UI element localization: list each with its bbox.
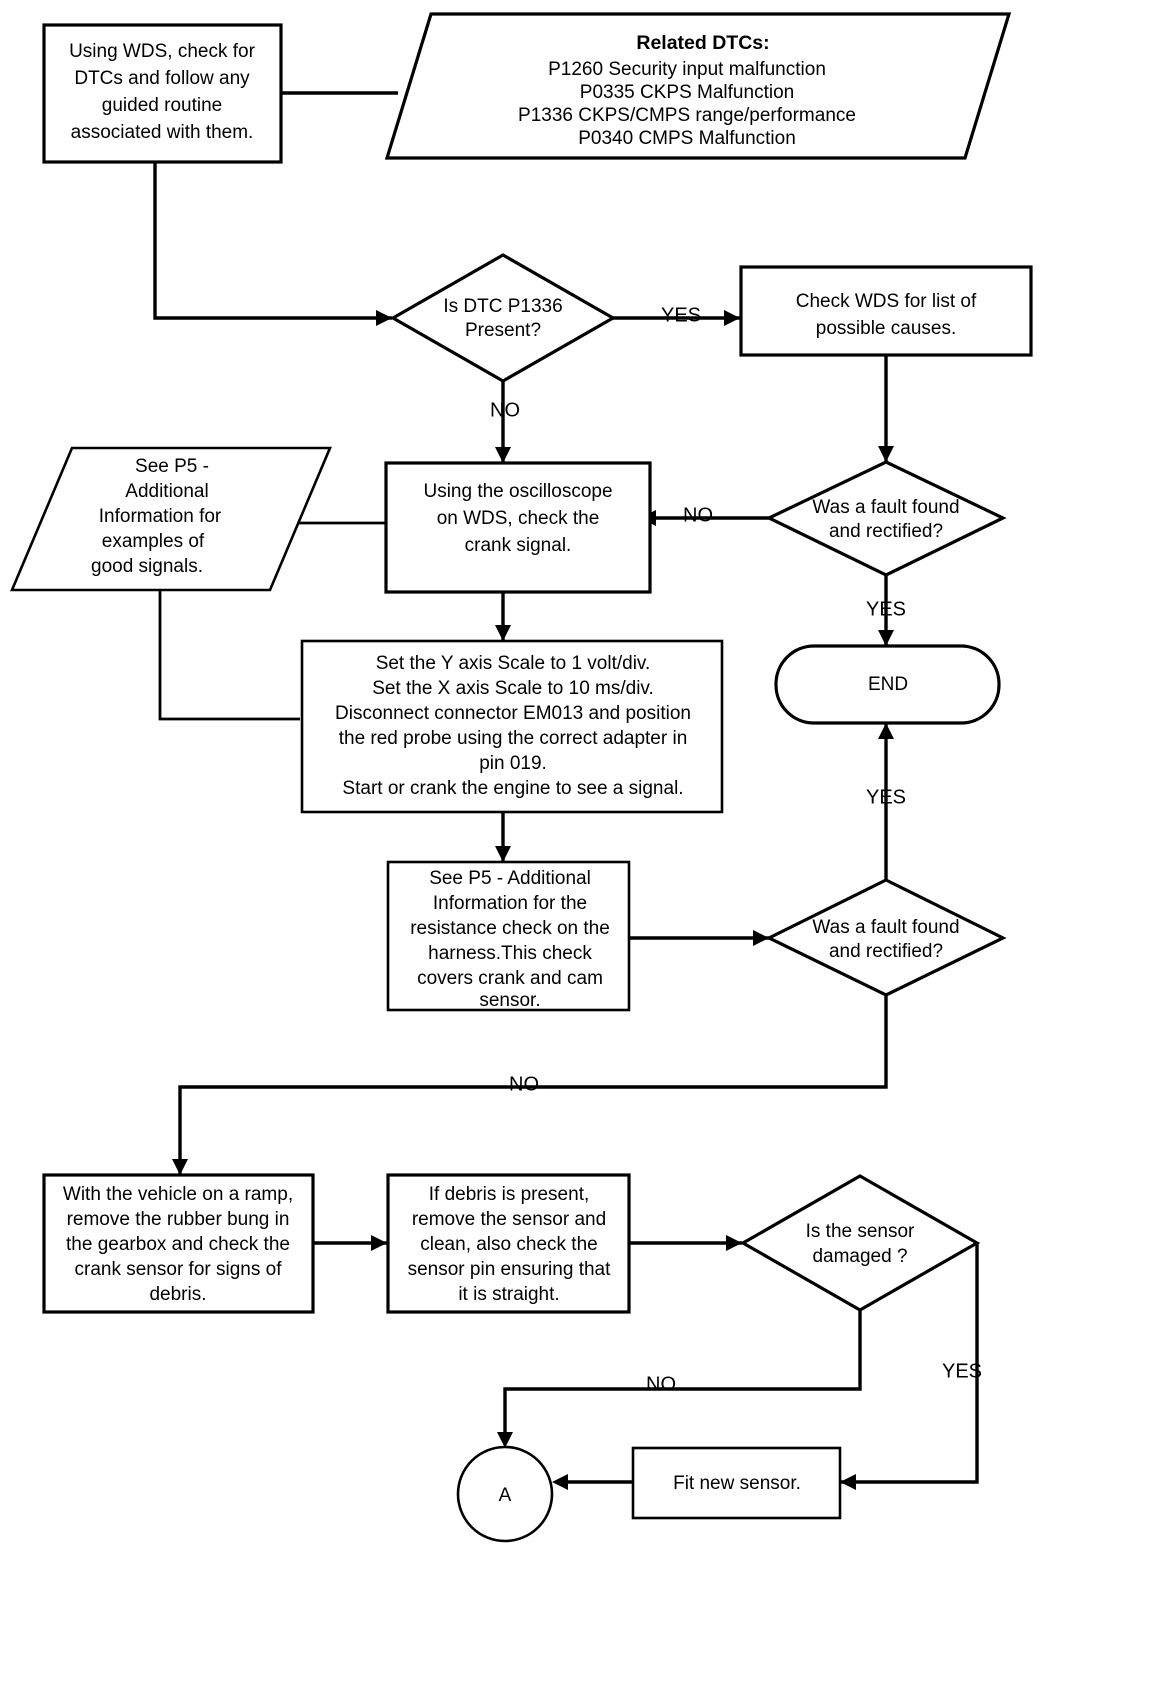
edge-label-fault1-yes: YES (866, 598, 906, 620)
arrowhead-no-to-connectorA (497, 1432, 513, 1448)
edge-start-to-decision (153, 162, 392, 320)
arrowhead-to-oscilloscope (495, 447, 511, 463)
p5resistance-line-0: See P5 - Additional (429, 868, 591, 889)
ramp-line-2: the gearbox and check the (66, 1234, 290, 1255)
node-sensor-damaged[interactable] (739, 1174, 981, 1312)
end-label: END (868, 674, 908, 695)
p5signals-line-4: good signals. (91, 556, 203, 577)
edge-label-p1336-no: NO (490, 399, 520, 421)
settings-line-2: Disconnect connector EM013 and position (335, 703, 691, 724)
ramp-line-1: remove the rubber bung in (67, 1209, 290, 1230)
debris-line-1: remove the sensor and (412, 1209, 606, 1230)
start-check-line-2: guided routine (102, 95, 222, 116)
edge-label-fault2-yes: YES (866, 786, 906, 808)
p5resistance-line-4: covers crank and cam (417, 968, 603, 989)
settings-line-1: Set the X axis Scale to 10 ms/div. (372, 678, 654, 699)
debris-line-0: If debris is present, (429, 1184, 590, 1205)
oscilloscope-line-1: on WDS, check the (437, 508, 600, 529)
related-dtcs-line-2: P1336 CKPS/CMPS range/performance (518, 105, 856, 126)
edge-damaged-no (503, 1310, 862, 1441)
node-fit-new-sensor[interactable] (631, 1446, 842, 1520)
arrowhead-to-settings (495, 625, 511, 641)
node-see-p5-signals[interactable] (10, 446, 332, 592)
oscilloscope-line-0: Using the oscilloscope (423, 481, 612, 502)
arrowhead-to-p1336 (376, 310, 392, 326)
node-end-terminator[interactable] (774, 644, 1001, 725)
p5resistance-line-5: sensor. (479, 990, 540, 1011)
node-vehicle-on-ramp[interactable] (42, 1173, 315, 1314)
arrowhead-to-damaged (726, 1235, 742, 1251)
related-dtcs-line-0: P1260 Security input malfunction (548, 59, 826, 80)
ramp-line-4: debris. (149, 1284, 206, 1305)
check-wds-line-0: Check WDS for list of (796, 291, 977, 312)
ramp-line-3: crank sensor for signs of (75, 1259, 283, 1280)
p5resistance-line-3: harness.This check (428, 943, 592, 964)
dtc-decision-line-1: Present? (465, 320, 541, 341)
related-dtcs-line-3: P0340 CMPS Malfunction (578, 128, 796, 149)
start-check-line-0: Using WDS, check for (69, 41, 255, 62)
p5signals-line-3: examples of (102, 531, 205, 552)
edge-label-fault1-no: NO (683, 504, 713, 526)
fault1-line-0: Was a fault found (812, 497, 959, 518)
fitnew-label: Fit new sensor. (673, 1473, 801, 1494)
edge-fault2-no (178, 995, 888, 1175)
edge-label-damaged-yes: YES (942, 1360, 982, 1382)
edge-damaged-yes (840, 1243, 979, 1484)
settings-line-5: Start or crank the engine to see a signa… (342, 778, 683, 799)
arrowhead-to-debris (371, 1235, 387, 1251)
node-oscilloscope-check[interactable] (384, 461, 652, 594)
arrowhead-to-end (878, 630, 894, 646)
p5resistance-line-2: resistance check on the (410, 918, 610, 939)
connector-a-label: A (499, 1485, 512, 1506)
edge-label-p1336-yes: YES (661, 304, 701, 326)
check-wds-line-1: possible causes. (816, 318, 956, 339)
settings-line-0: Set the Y axis Scale to 1 volt/div. (376, 653, 651, 674)
node-connector-a[interactable] (456, 1445, 554, 1543)
arrowhead-to-fault2 (753, 930, 769, 946)
debris-line-4: it is straight. (458, 1284, 559, 1305)
arrowhead-to-fault1 (878, 446, 894, 462)
p5signals-line-2: Information for (99, 506, 222, 527)
debris-line-2: clean, also check the (420, 1234, 597, 1255)
fault2-line-1: and rectified? (829, 941, 943, 962)
arrowhead-to-vehicleramp (172, 1159, 188, 1175)
p5signals-line-1: Additional (125, 481, 208, 502)
arrowhead-to-connectorA-left (552, 1474, 568, 1490)
node-debris-present[interactable] (386, 1173, 631, 1314)
settings-line-4: pin 019. (479, 753, 547, 774)
node-related-dtcs[interactable] (384, 12, 1012, 160)
fault2-line-0: Was a fault found (812, 917, 959, 938)
debris-line-3: sensor pin ensuring that (408, 1259, 612, 1280)
related-dtcs-heading: Related DTCs: (636, 32, 769, 54)
arrowhead-yes-to-fitnew (840, 1474, 856, 1490)
edge-label-damaged-no: NO (646, 1373, 676, 1395)
ramp-line-0: With the vehicle on a ramp, (63, 1184, 293, 1205)
node-scope-settings[interactable] (300, 639, 724, 814)
arrowhead-to-p5resistance (495, 846, 511, 862)
node-fault-found-2[interactable] (765, 878, 1007, 997)
start-check-line-3: associated with them. (71, 122, 254, 143)
settings-line-3: the red probe using the correct adapter … (339, 728, 688, 749)
damaged-line-1: damaged ? (812, 1246, 907, 1267)
edge-label-fault2-no: NO (509, 1073, 539, 1095)
node-check-wds-causes[interactable] (739, 265, 1033, 357)
dtc-decision-line-0: Is DTC P1336 (443, 296, 562, 317)
node-see-p5-resistance[interactable] (386, 860, 631, 1012)
start-check-line-1: DTCs and follow any (74, 68, 250, 89)
related-dtcs-line-1: P0335 CKPS Malfunction (580, 82, 794, 103)
edge-p5signals-to-settings (158, 590, 300, 721)
node-start-check[interactable] (42, 23, 283, 164)
p5resistance-line-1: Information for the (433, 893, 587, 914)
damaged-line-0: Is the sensor (806, 1221, 915, 1242)
arrowhead-to-checkwds (724, 310, 740, 326)
p5signals-line-0: See P5 - (135, 456, 209, 477)
node-fault-found-1[interactable] (765, 460, 1007, 577)
arrowhead-fault2-yes-to-end (878, 723, 894, 739)
fault1-line-1: and rectified? (829, 521, 943, 542)
oscilloscope-line-2: crank signal. (465, 535, 572, 556)
node-dtc-p1336-decision[interactable] (389, 253, 617, 383)
